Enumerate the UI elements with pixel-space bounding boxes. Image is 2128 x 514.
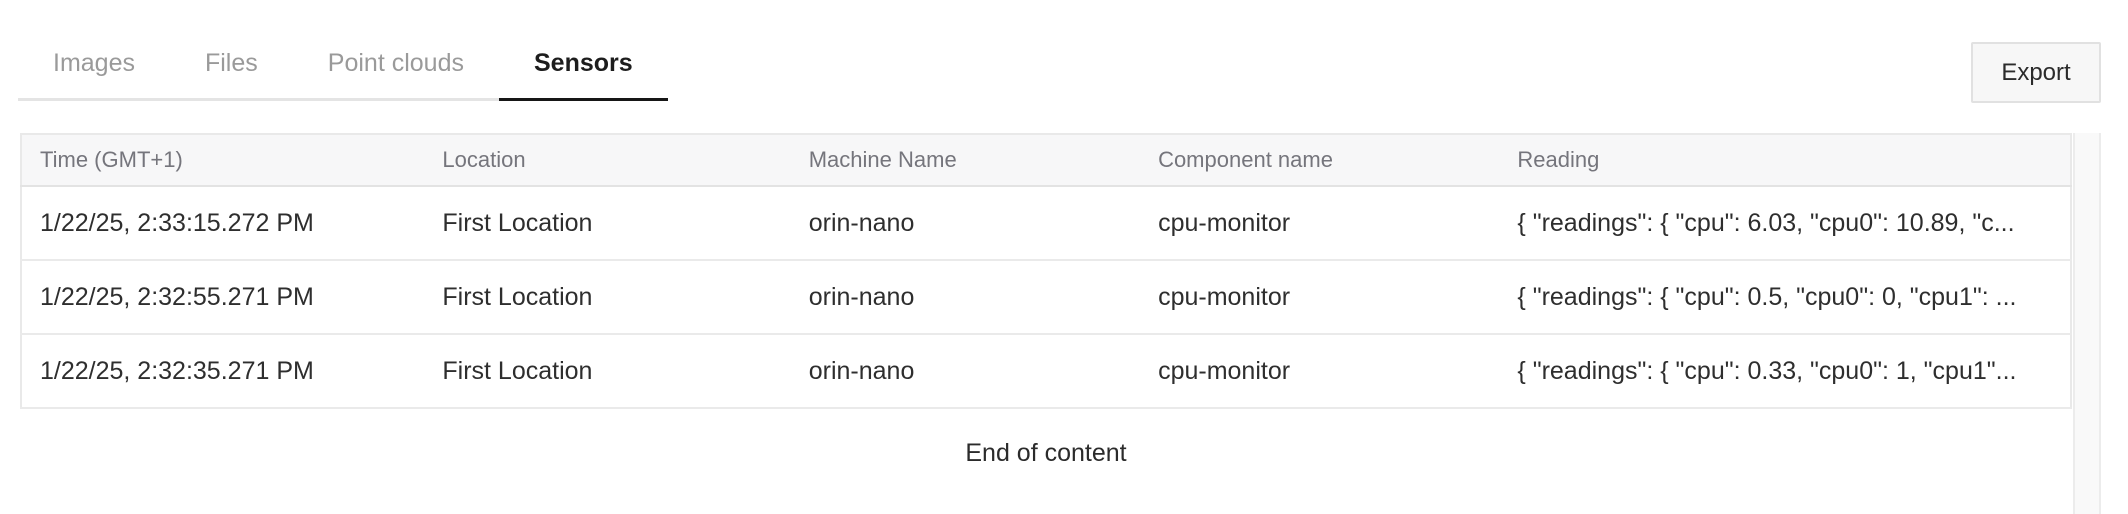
column-header-time: Time (GMT+1) — [21, 134, 425, 187]
cell-component-name: cpu-monitor — [1140, 186, 1500, 261]
column-header-reading: Reading — [1499, 134, 2071, 187]
cell-location: First Location — [424, 260, 791, 335]
cell-reading: { "readings": { "cpu": 6.03, "cpu0": 10.… — [1499, 186, 2071, 261]
cell-machine-name: orin-nano — [790, 260, 1141, 335]
column-header-machine-name: Machine Name — [790, 134, 1141, 187]
cell-machine-name: orin-nano — [790, 186, 1141, 261]
cell-time: 1/22/25, 2:32:55.271 PM — [21, 260, 425, 335]
sensor-readings-table: Time (GMT+1) Location Machine Name Compo… — [20, 133, 2072, 409]
cell-time: 1/22/25, 2:33:15.272 PM — [21, 186, 425, 261]
column-header-location: Location — [424, 134, 791, 187]
cell-time: 1/22/25, 2:32:35.271 PM — [21, 334, 425, 409]
cell-component-name: cpu-monitor — [1140, 260, 1500, 335]
tab-images[interactable]: Images — [18, 0, 170, 98]
cell-machine-name: orin-nano — [790, 334, 1141, 409]
cell-reading: { "readings": { "cpu": 0.5, "cpu0": 0, "… — [1499, 260, 2071, 335]
cell-location: First Location — [424, 186, 791, 261]
tab-point-clouds[interactable]: Point clouds — [293, 0, 499, 98]
cell-location: First Location — [424, 334, 791, 409]
cell-component-name: cpu-monitor — [1140, 334, 1500, 409]
tab-files[interactable]: Files — [170, 0, 293, 98]
table-row: 1/22/25, 2:32:55.271 PM First Location o… — [21, 260, 2071, 335]
table-header-row: Time (GMT+1) Location Machine Name Compo… — [21, 134, 2071, 187]
table-row: 1/22/25, 2:32:35.271 PM First Location o… — [21, 334, 2071, 409]
export-button[interactable]: Export — [1971, 42, 2101, 103]
table-row: 1/22/25, 2:33:15.272 PM First Location o… — [21, 186, 2071, 261]
end-of-content-message: End of content — [965, 439, 1127, 467]
tab-sensors[interactable]: Sensors — [498, 0, 668, 101]
cell-reading: { "readings": { "cpu": 0.33, "cpu0": 1, … — [1499, 334, 2071, 409]
tab-bar: Images Files Point clouds Sensors — [18, 0, 668, 101]
column-header-component-name: Component name — [1140, 134, 1500, 187]
scrollbar-track[interactable] — [2073, 133, 2101, 514]
